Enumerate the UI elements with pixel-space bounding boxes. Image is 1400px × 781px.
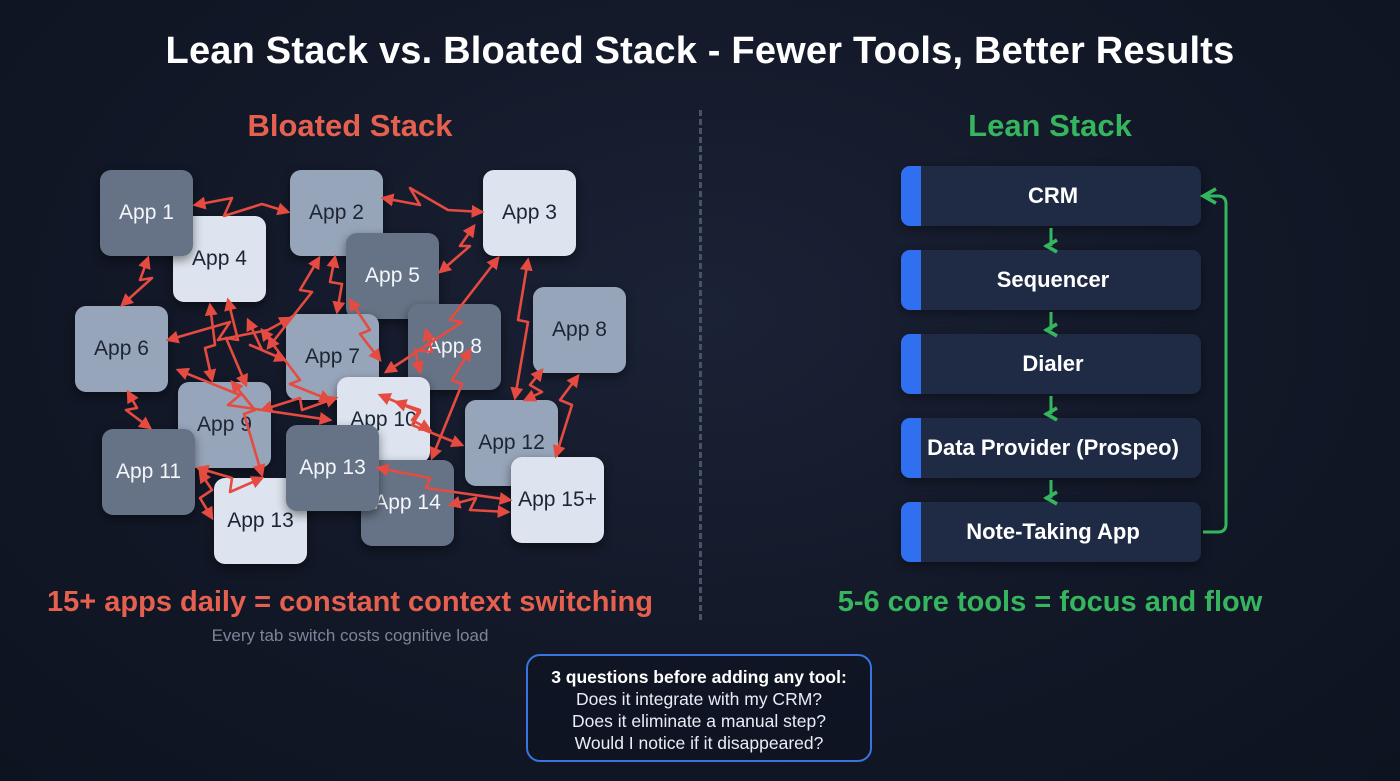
question-item: Would I notice if it disappeared?	[574, 733, 824, 753]
questions-heading: 3 questions before adding any tool:	[551, 667, 847, 687]
lean-tool-dialer: Dialer	[901, 334, 1201, 394]
tool-label: Dialer	[1022, 351, 1084, 376]
app-tile: App 6	[75, 306, 168, 392]
tool-label: Note-Taking App	[966, 519, 1140, 544]
app-tile: App 11	[102, 429, 195, 515]
tool-label: Data Provider (Prospeo)	[927, 435, 1179, 460]
lean-caption: 5-6 core tools = focus and flow	[837, 586, 1263, 618]
arrow	[552, 373, 580, 459]
arrow	[203, 302, 218, 383]
arrow	[266, 255, 321, 351]
center-divider	[699, 110, 702, 620]
arrow	[447, 496, 511, 518]
app-tile: App 15+	[511, 457, 604, 543]
app-tile: App 8	[533, 287, 626, 373]
tool-label: CRM	[1027, 183, 1079, 208]
arrow	[198, 469, 214, 521]
lean-tool-crm: CRM	[901, 166, 1201, 226]
arrow	[224, 297, 248, 388]
arrow	[522, 367, 544, 402]
lean-stack-heading: Lean Stack	[968, 108, 1132, 143]
arrow	[165, 316, 293, 344]
app-tile: App 1	[100, 170, 193, 256]
arrow	[192, 196, 291, 218]
arrow	[326, 254, 346, 315]
arrow	[377, 393, 465, 448]
bloated-caption: 15+ apps daily = constant context switch…	[47, 586, 653, 618]
arrow	[438, 223, 476, 274]
arrow	[124, 389, 153, 430]
tool-accent-bar	[901, 166, 921, 226]
tool-accent-bar	[901, 334, 921, 394]
tool-accent-bar	[901, 250, 921, 310]
bloated-sub-caption: Every tab switch costs cognitive load	[211, 626, 489, 645]
page-title: Lean Stack vs. Bloated Stack - Fewer Too…	[165, 30, 1235, 72]
question-item: Does it eliminate a manual step?	[572, 711, 826, 731]
arrow	[380, 186, 485, 218]
app-tile: App 13	[286, 425, 379, 511]
app-tile: App 4	[173, 216, 266, 302]
arrow	[510, 257, 533, 401]
tool-accent-bar	[901, 502, 921, 562]
arrow	[120, 255, 154, 307]
app-tile: App 3	[483, 170, 576, 256]
arrow	[230, 379, 266, 478]
lean-tool-data-provider: Data Provider (Prospeo)	[901, 418, 1201, 478]
lean-tool-sequencer: Sequencer	[901, 250, 1201, 310]
arrow	[175, 367, 333, 425]
tool-accent-bar	[901, 418, 921, 478]
arrow	[259, 395, 339, 414]
question-item: Does it integrate with my CRM?	[575, 689, 823, 709]
arrow	[375, 463, 513, 505]
arrow	[383, 255, 500, 374]
arrow	[348, 297, 382, 363]
lean-tool-note-taking: Note-Taking App	[901, 502, 1201, 562]
arrow	[260, 327, 333, 403]
bloated-stack-heading: Bloated Stack	[247, 108, 453, 143]
arrow	[411, 327, 436, 375]
tool-label: Sequencer	[996, 267, 1110, 292]
questions-box: 3 questions before adding any tool: Does…	[526, 654, 872, 762]
arrow	[195, 464, 265, 494]
